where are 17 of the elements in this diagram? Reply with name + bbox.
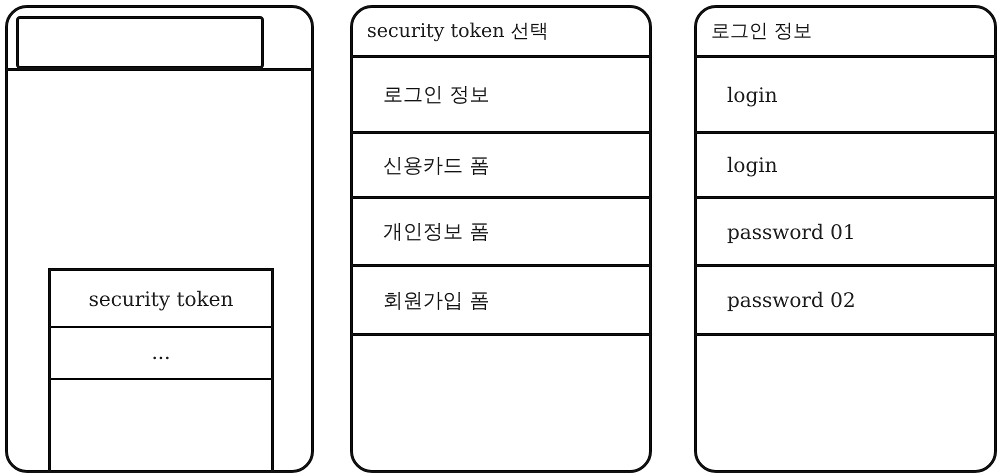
list-item: password 02 [697, 267, 994, 336]
top-bar [16, 16, 264, 69]
popup-menu [48, 268, 274, 470]
list-item: 회원가입 폼 [353, 267, 649, 336]
list-item: 개인정보 폼 [353, 199, 649, 267]
phone-screen [350, 5, 652, 473]
list-item: 신용카드 폼 [353, 134, 649, 199]
menu-item: ... [51, 326, 271, 380]
list-item: login [697, 134, 994, 199]
phone-screen [5, 5, 314, 473]
list-item: 로그인 정보 [353, 58, 649, 134]
menu-item: security token [51, 271, 271, 328]
header-bar: 로그인 정보 [697, 8, 994, 58]
list-item: password 01 [697, 199, 994, 267]
phone-screen [694, 5, 997, 473]
header-bar: security token 선택 [353, 8, 649, 58]
list-item: login [697, 58, 994, 134]
